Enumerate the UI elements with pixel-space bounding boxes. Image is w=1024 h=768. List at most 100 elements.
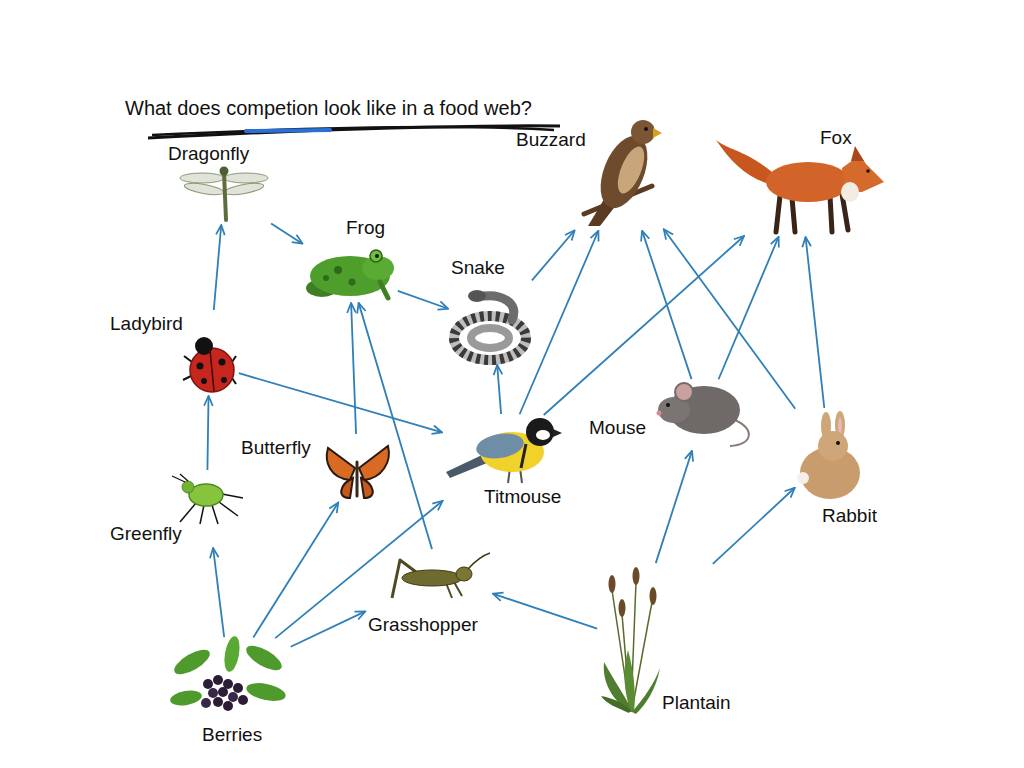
butterfly-figure [327,446,389,498]
butterfly-wing [361,478,373,498]
organism-node: Ladybird [110,313,236,393]
food-arrow [806,237,825,408]
dragonfly-wing [224,173,268,183]
butterfly-body [356,462,359,496]
organism-node: Rabbit [797,411,877,527]
mouse-eye [666,403,670,407]
greenfly-leg [219,502,238,516]
titmouse-figure [446,418,562,483]
organism-node: Berries [170,640,288,746]
food-arrow [271,224,302,244]
greenfly-leg [180,503,196,522]
food-arrow [497,365,501,414]
butterfly-wing [359,446,389,480]
food-arrow [656,451,692,563]
food-arrow [713,488,795,564]
ladybird-spot [221,377,227,383]
plantain-head [633,567,640,585]
rabbit-head [818,431,848,461]
titmouse-wing [474,430,525,462]
ladybird-spot [201,378,207,384]
berry [233,683,243,693]
organism-label: Snake [451,257,505,279]
grasshopper-antenna [468,553,490,569]
fox-leg [776,196,780,232]
mouse-figure [657,383,749,446]
titmouse-stripe [521,444,526,468]
food-arrow [239,373,442,432]
fox-ear [851,146,864,161]
frog-spot [334,266,342,274]
titmouse-beak [553,429,562,437]
berries-leaf [245,680,287,704]
food-arrow [207,396,208,470]
organism-label: Berries [202,724,262,746]
snake-coil [471,328,509,348]
snake-head [468,290,486,302]
berry [213,675,223,685]
buzzard-figure [584,120,662,226]
organism-node: Mouse [589,382,752,448]
rabbit-tail [797,472,809,484]
greenfly-figure [172,474,243,524]
plantain-figure [601,567,660,714]
berry [201,698,211,708]
organism-node: Snake [451,257,530,362]
frog-spot [349,279,356,286]
organism-label: Dragonfly [168,143,249,165]
food-arrow [664,229,795,409]
ladybird-body [190,348,234,392]
frog-eye [370,250,382,262]
organism-label: Plantain [662,692,731,714]
plantain-head [609,575,616,593]
greenfly-leg [212,505,218,524]
fox-figure [716,140,884,232]
fox-eye [866,169,870,173]
food-arrow [719,237,779,379]
food-arrow [291,611,366,646]
ladybird-spot [219,359,226,366]
food-arrow [213,548,224,637]
buzzard-eye [644,127,648,131]
butterfly-wing [341,478,353,498]
organism-label: Greenfly [110,523,182,545]
organism-label: Buzzard [516,129,586,151]
plantain-leaf [624,650,634,712]
grasshopper-leg [454,582,462,596]
plantain-head [650,587,657,605]
berry [238,695,248,705]
dragonfly-wing [180,173,224,183]
berries-leaf [243,641,286,675]
organism-node: Greenfly [110,473,244,545]
organism-label: Frog [346,217,385,239]
food-arrow [214,225,221,310]
dragonfly-wing [184,181,225,197]
ladybird-spot [197,363,204,370]
berries-leaf [222,635,242,673]
scribble-line [152,127,554,135]
dragonfly-body [224,172,226,220]
organism-node: Plantain [600,566,731,714]
organism-node: Grasshopper [368,552,490,636]
greenfly-head [182,481,194,493]
fox-chest [841,182,859,202]
food-arrow [520,231,599,414]
snake-neck [484,296,514,320]
organism-node: Dragonfly [168,143,270,222]
organism-label: Grasshopper [368,614,478,636]
scribble [148,126,560,138]
organism-node: Fox [715,127,885,234]
fox-leg [830,196,832,232]
organism-label: Mouse [589,417,646,439]
grasshopper-head [456,567,472,581]
plantain-head [619,599,626,617]
food-arrow [351,303,356,434]
scribble-line [246,130,330,131]
food-arrow [642,231,691,379]
connector-group [207,224,824,647]
buzzard-head [631,120,655,144]
dragonfly-head [220,167,229,176]
butterfly-wing [327,448,355,480]
